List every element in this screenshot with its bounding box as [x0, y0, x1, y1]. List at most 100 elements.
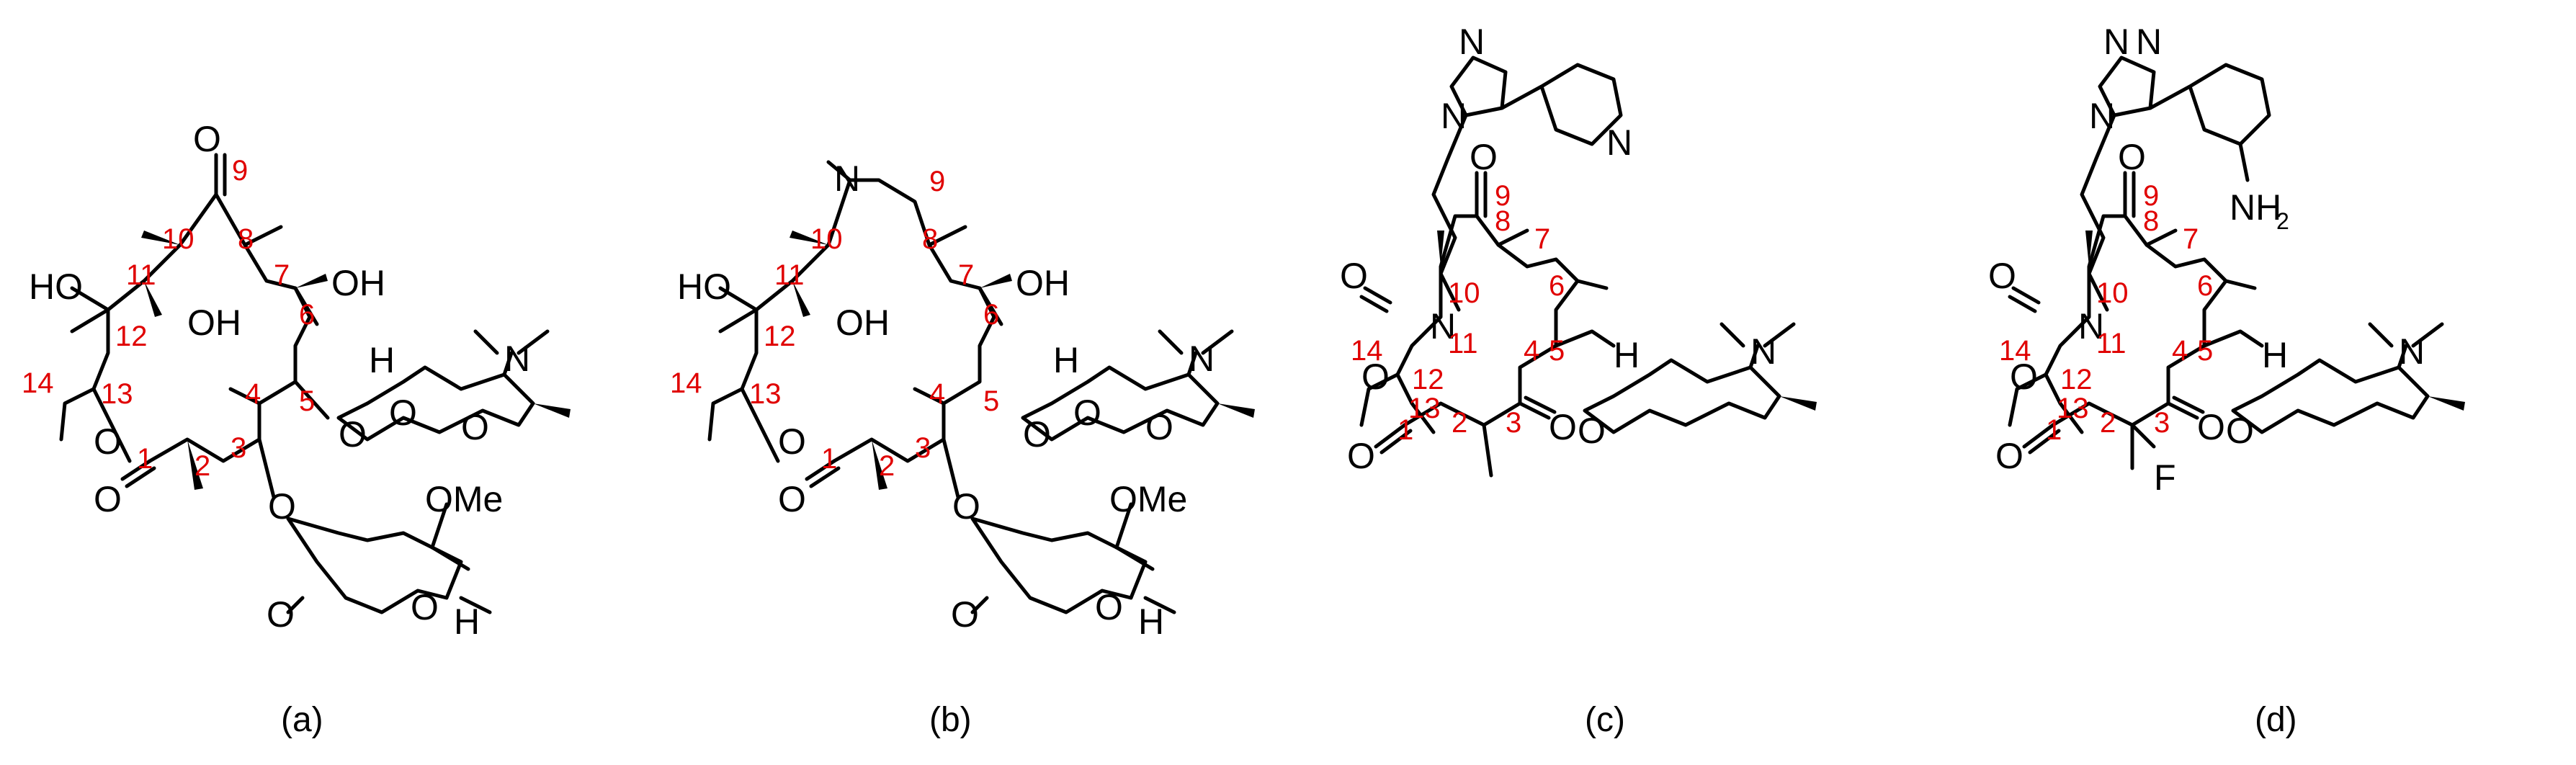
- locant-10-b: 10: [810, 223, 843, 255]
- atom-o-des-d: O: [2226, 411, 2254, 451]
- atom-ho-12-a: HO: [29, 267, 83, 307]
- atom-ome-b: OMe: [1109, 479, 1187, 519]
- atom-o-des3-a: O: [461, 407, 489, 447]
- atom-o-clad1-a: O: [268, 486, 296, 527]
- locant-13-d: 13: [2057, 393, 2089, 424]
- locant-3-c: 3: [1506, 407, 1521, 439]
- atom-o-clad3-a: O: [267, 594, 295, 635]
- atom-n-des-c: N: [1750, 331, 1776, 372]
- locant-1-b: 1: [821, 443, 837, 475]
- locant-5-c: 5: [1549, 335, 1565, 367]
- structure-b: N HO OH OH O O H O O O N O OMe O H O 1 2…: [670, 158, 1255, 739]
- atom-f-d: F: [2154, 457, 2176, 498]
- cladinose-ring-b: [970, 516, 1148, 614]
- ethyl-a: [59, 387, 96, 442]
- atom-n-tri2-d: N: [2136, 22, 2162, 62]
- locant-11-a: 11: [126, 259, 156, 291]
- locant-9-a: 9: [232, 155, 248, 187]
- atom-o-oxaz-d: O: [2010, 357, 2038, 397]
- atom-oh-6-b: OH: [1016, 263, 1070, 303]
- locant-12-c: 12: [1412, 364, 1444, 395]
- atom-o-ring-b: O: [778, 421, 806, 462]
- locant-10-c: 10: [1448, 277, 1480, 309]
- locant-2-c: 2: [1452, 407, 1467, 439]
- locant-2-a: 2: [194, 450, 210, 482]
- atom-ho-12-b: HO: [677, 267, 731, 307]
- locant-1-d: 1: [2046, 414, 2062, 446]
- locant-2-d: 2: [2100, 407, 2116, 439]
- atom-h-clad-a: H: [454, 601, 480, 642]
- locant-13-c: 13: [1408, 393, 1441, 424]
- locant-12-a: 12: [115, 321, 148, 352]
- atom-o3-c: O: [1549, 407, 1577, 447]
- structure-c: N N N O O N O O O H O N 1 2 3 4 5 6 7 8 …: [1340, 22, 1817, 739]
- atom-nh-d: NH: [2230, 187, 2281, 228]
- atom-n-b: N: [1189, 339, 1215, 379]
- n-methyl-b: [826, 160, 852, 182]
- locant-5-b: 5: [983, 385, 999, 417]
- locant-1-a: 1: [137, 443, 153, 475]
- atom-o-clad3-b: O: [951, 594, 979, 635]
- locant-8-c: 8: [1495, 205, 1511, 237]
- locant-3-b: 3: [915, 432, 931, 464]
- locant-5-d: 5: [2197, 335, 2213, 367]
- locant-10-d: 10: [2096, 277, 2129, 309]
- butyl-linker-c: [1431, 113, 1468, 312]
- locant-11-c: 11: [1448, 328, 1478, 359]
- panel-label-d: (d): [2255, 701, 2297, 739]
- atom-o-des3-b: O: [1145, 407, 1173, 447]
- phenyl-ring-d: [2148, 63, 2271, 146]
- ethyl-b: [707, 387, 744, 442]
- atom-o-carbonyl-b: O: [778, 479, 806, 519]
- atom-n-tri3-d: N: [2089, 96, 2115, 136]
- atom-n-imid1-c: N: [1459, 22, 1485, 62]
- atom-o-clad2-b: O: [1095, 587, 1123, 627]
- atom-o9-c: O: [1470, 137, 1498, 177]
- atom-o-oxaz-c: O: [1361, 357, 1390, 397]
- locant-7-a: 7: [274, 259, 290, 291]
- locant-11-b: 11: [774, 259, 805, 291]
- locant-2-b: 2: [879, 450, 895, 482]
- atom-o-des2-b: O: [1023, 414, 1051, 455]
- locant-4-c: 4: [1524, 335, 1539, 367]
- atom-n-carb-c: N: [1430, 306, 1456, 346]
- locant-14-a: 14: [22, 367, 54, 399]
- atom-o9-d: O: [2118, 137, 2146, 177]
- atom-o-clad2-a: O: [411, 587, 439, 627]
- locant-6-a: 6: [299, 299, 315, 331]
- locant-14-d: 14: [1999, 335, 2031, 367]
- panel-label-a: (a): [281, 701, 323, 739]
- imidazole-ring-c: [1449, 55, 1508, 117]
- atom-h-clad-b: H: [1138, 601, 1164, 642]
- locant-14-b: 14: [670, 367, 702, 399]
- atom-o-des2-a: O: [339, 414, 367, 455]
- atom-o-ring-c: O: [1347, 436, 1375, 476]
- locant-7-c: 7: [1534, 223, 1550, 255]
- atom-oh-6-a: OH: [331, 263, 385, 303]
- atom-o-clad1-b: O: [952, 486, 980, 527]
- atom-oh-11-a: OH: [187, 303, 241, 343]
- locant-3-a: 3: [231, 432, 246, 464]
- locant-8-a: 8: [238, 223, 254, 255]
- amine-group-d: NH 2: [2230, 187, 2289, 234]
- locant-13-b: 13: [749, 378, 782, 410]
- locant-12-d: 12: [2060, 364, 2093, 395]
- locant-13-a: 13: [101, 378, 133, 410]
- locant-7-d: 7: [2183, 223, 2199, 255]
- panel-label-c: (c): [1585, 701, 1625, 739]
- atom-n-carb-d: N: [2078, 306, 2104, 346]
- atom-h-c: H: [1614, 335, 1640, 375]
- structure-d: N N N NH 2 O O N O O O F H O N 1 2 3 4 5…: [1988, 22, 2465, 739]
- atom-o3-d: O: [2197, 407, 2225, 447]
- locant-9-c: 9: [1495, 180, 1511, 212]
- atom-h-d: H: [2262, 335, 2288, 375]
- atom-n-pyr-c: N: [1606, 122, 1632, 163]
- atom-o-des-c: O: [1578, 411, 1606, 451]
- locant-3-d: 3: [2154, 407, 2170, 439]
- locant-9-d: 9: [2143, 180, 2159, 212]
- locant-4-b: 4: [929, 378, 945, 410]
- atom-h-b: H: [1053, 340, 1079, 380]
- atom-nh-subscript-d: 2: [2276, 208, 2289, 234]
- locant-6-c: 6: [1549, 270, 1565, 302]
